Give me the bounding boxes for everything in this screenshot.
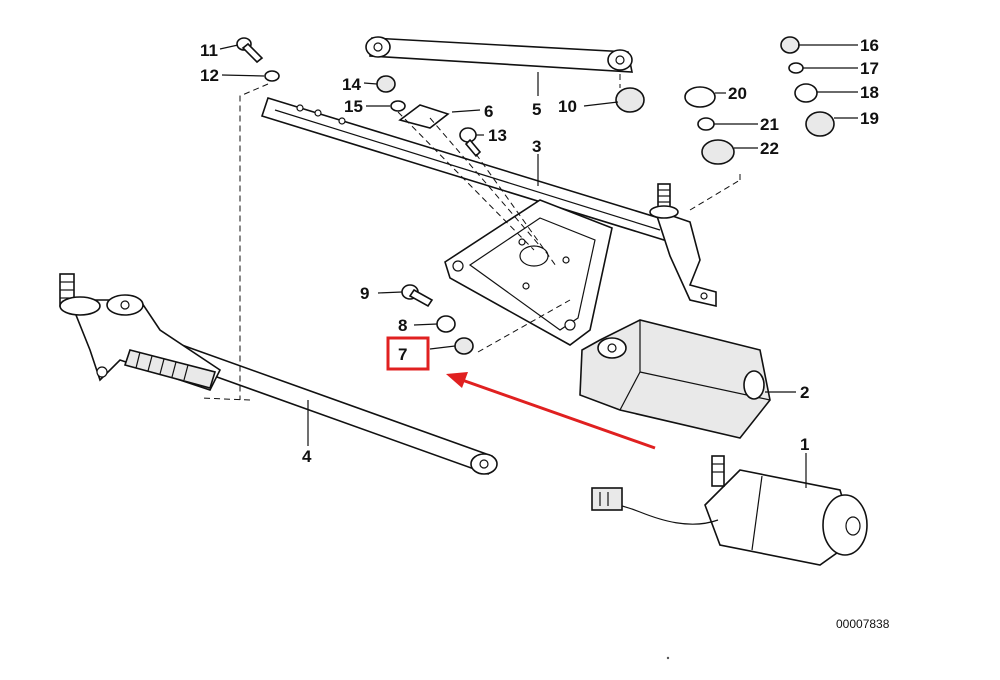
callout-labels: 11 12 14 15 6 13 3 5 10 9 8 4 2 1 16 17 …: [200, 36, 879, 466]
callout-17: 17: [860, 59, 879, 78]
callout-22: 22: [760, 139, 779, 158]
callout-18: 18: [860, 83, 879, 102]
washer-21-icon: [697, 117, 715, 131]
nut-16-icon: [780, 36, 800, 54]
speck-dot: [666, 656, 670, 660]
callout-7: 7: [398, 345, 407, 364]
part-1-wiper-motor: [591, 455, 868, 566]
callout-8: 8: [398, 316, 407, 335]
small-hardware: [236, 36, 835, 355]
callout-2: 2: [800, 383, 809, 402]
leader-lines: [219, 44, 858, 488]
nut-14-icon: [376, 75, 396, 93]
callout-10: 10: [558, 97, 577, 116]
callout-5: 5: [532, 100, 541, 119]
callout-20: 20: [728, 84, 747, 103]
highlight-arrow-icon: [446, 372, 656, 450]
part-4-drive-rod: [59, 273, 498, 476]
part-2-motor-cover: [579, 319, 771, 439]
washer-15-icon: [390, 100, 406, 112]
nut-19-icon: [805, 111, 835, 137]
callout-15: 15: [344, 97, 363, 116]
clip-6-icon: [398, 104, 450, 129]
assembly-guide-lines: [199, 74, 741, 401]
bolt-9-icon: [401, 284, 434, 308]
callout-21: 21: [760, 115, 779, 134]
callout-19: 19: [860, 109, 879, 128]
reference-code: 00007838: [836, 617, 890, 631]
bolt-11-icon: [236, 37, 264, 64]
screw-13-icon: [459, 127, 482, 158]
bushing-10-icon: [615, 87, 645, 113]
callout-14: 14: [342, 75, 361, 94]
washer-17-icon: [788, 62, 804, 74]
callout-4: 4: [302, 447, 312, 466]
nut-22-icon: [701, 139, 735, 165]
callout-11: 11: [200, 41, 218, 60]
part-3-frame-bar: [260, 97, 717, 346]
callout-16: 16: [860, 36, 879, 55]
callout-9: 9: [360, 284, 369, 303]
part-5-link-rod: [365, 36, 633, 73]
highlight-box: [386, 336, 430, 371]
callout-13: 13: [488, 126, 507, 145]
nut-20-icon: [684, 86, 716, 108]
callout-3: 3: [532, 137, 541, 156]
nut-7-icon: [454, 337, 474, 355]
washer-12-icon: [264, 70, 280, 82]
callout-12: 12: [200, 66, 219, 85]
callout-6: 6: [484, 102, 493, 121]
spacer-8-icon: [436, 315, 456, 333]
callout-1: 1: [800, 435, 809, 454]
nut-18-icon: [794, 83, 818, 103]
